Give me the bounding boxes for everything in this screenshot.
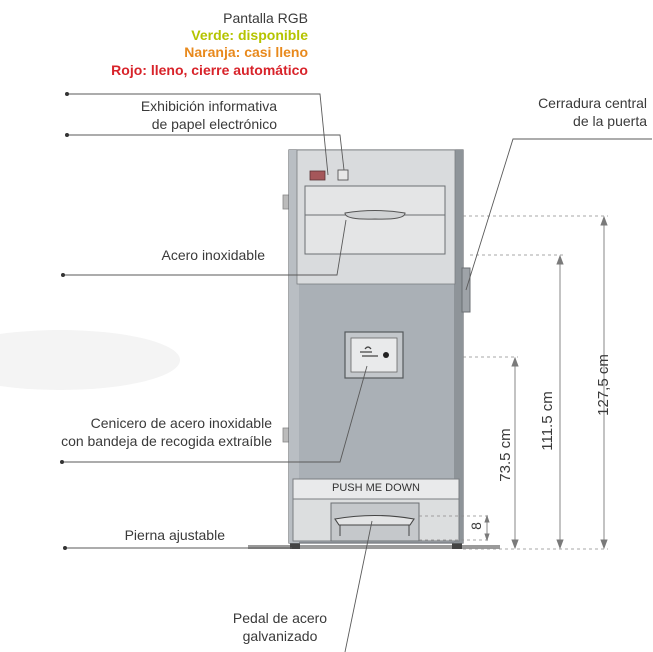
epaper-label-line1: Exhibición informativa bbox=[140, 98, 277, 114]
top-drawer bbox=[304, 185, 446, 255]
rgb-display bbox=[309, 170, 326, 181]
leader-dots bbox=[60, 92, 69, 550]
ashtray-hole-icon bbox=[383, 352, 389, 358]
hinge-top bbox=[282, 194, 290, 210]
push-band bbox=[292, 478, 460, 500]
drawer-handle bbox=[344, 210, 406, 220]
leg-label: Pierna ajustable bbox=[124, 527, 225, 543]
pedal-label-line1: Pedal de acero bbox=[232, 610, 328, 626]
ashtray-label-line2: con bandeja de recogida extraíble bbox=[61, 433, 272, 449]
epaper-display bbox=[337, 169, 349, 181]
lock-label-line2: de la puerta bbox=[573, 113, 647, 129]
dimension-arrows bbox=[484, 215, 608, 550]
push-me-down-label: PUSH ME DOWN bbox=[332, 482, 420, 494]
pedal bbox=[334, 514, 415, 526]
right-edge bbox=[454, 150, 463, 543]
rgb-orange-label: Naranja: casi lleno bbox=[184, 44, 308, 60]
ashtray-face bbox=[350, 337, 398, 373]
right-foot bbox=[452, 541, 462, 549]
dimension-ashtray: 73.5 cm bbox=[497, 428, 514, 482]
ground-plate bbox=[248, 545, 500, 549]
dimension-total: 127,5 cm bbox=[595, 354, 612, 416]
pedal-label-line2: galvanizado bbox=[242, 628, 318, 644]
rgb-green-label: Verde: disponible bbox=[191, 27, 308, 43]
rgb-red-label: Rojo: lleno, cierre automático bbox=[111, 62, 308, 78]
lock-label-line1: Cerradura central bbox=[538, 95, 647, 111]
epaper-label-line2: de papel electrónico bbox=[151, 116, 277, 132]
left-foot bbox=[290, 541, 300, 549]
dimension-guides bbox=[419, 215, 608, 550]
background-glow bbox=[0, 330, 180, 390]
left-edge bbox=[289, 150, 299, 543]
ashtray-label-line1: Cenicero de acero inoxidable bbox=[90, 415, 272, 431]
steel-label: Acero inoxidable bbox=[161, 247, 265, 263]
rgb-title: Pantalla RGB bbox=[223, 10, 308, 26]
dimension-leg: 8 bbox=[468, 522, 484, 530]
dimension-door: 111.5 cm bbox=[539, 391, 556, 451]
leader-lines bbox=[62, 93, 652, 652]
hinge-bottom bbox=[282, 427, 290, 443]
cigarette-icon bbox=[360, 346, 378, 357]
